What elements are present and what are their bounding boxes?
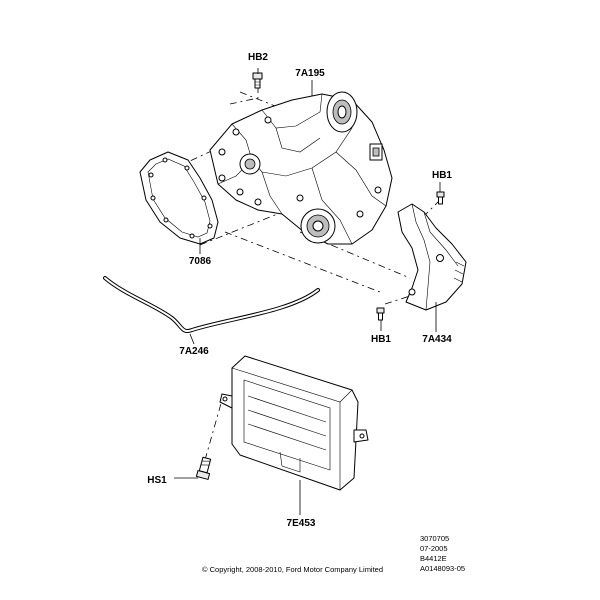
label-7a195: 7A195: [295, 68, 325, 79]
transfer-case-7a195: [209, 91, 393, 245]
reference-info: 3070705 07-2005 B4412E A0148093-05: [420, 534, 465, 573]
label-7a434: 7A434: [422, 334, 452, 345]
label-hs1: HS1: [147, 475, 167, 486]
label-7e453: 7E453: [287, 518, 316, 529]
label-hb1-upper: HB1: [432, 170, 452, 181]
gasket-bolt-holes: [148, 157, 213, 239]
label-hb1-lower: HB1: [371, 334, 391, 345]
info-line-3: B4412E: [420, 554, 447, 563]
label-hb2: HB2: [248, 52, 268, 63]
label-7a246: 7A246: [179, 346, 209, 357]
info-line-4: A0148093-05: [420, 564, 465, 573]
copyright-notice: © Copyright, 2008-2010, Ford Motor Compa…: [202, 565, 383, 574]
vent-hose-7a246: [103, 276, 320, 333]
part-labels: HB2 7A195 HB1 7086 7A246 HB1 7A434 HS1 7…: [147, 52, 452, 529]
bolt-hb1-lower: [376, 307, 385, 321]
bracket-7a434: [397, 203, 467, 311]
label-7086: 7086: [189, 256, 212, 267]
control-module-7e453: [219, 355, 369, 491]
info-line-2: 07-2005: [420, 544, 448, 553]
bolt-hb1-upper: [436, 191, 445, 205]
leader-lines: [174, 68, 441, 515]
screw-hs1: [195, 399, 223, 480]
info-line-1: 3070705: [420, 534, 449, 543]
bolt-hb2: [252, 72, 263, 89]
gasket-7086: [139, 151, 219, 245]
